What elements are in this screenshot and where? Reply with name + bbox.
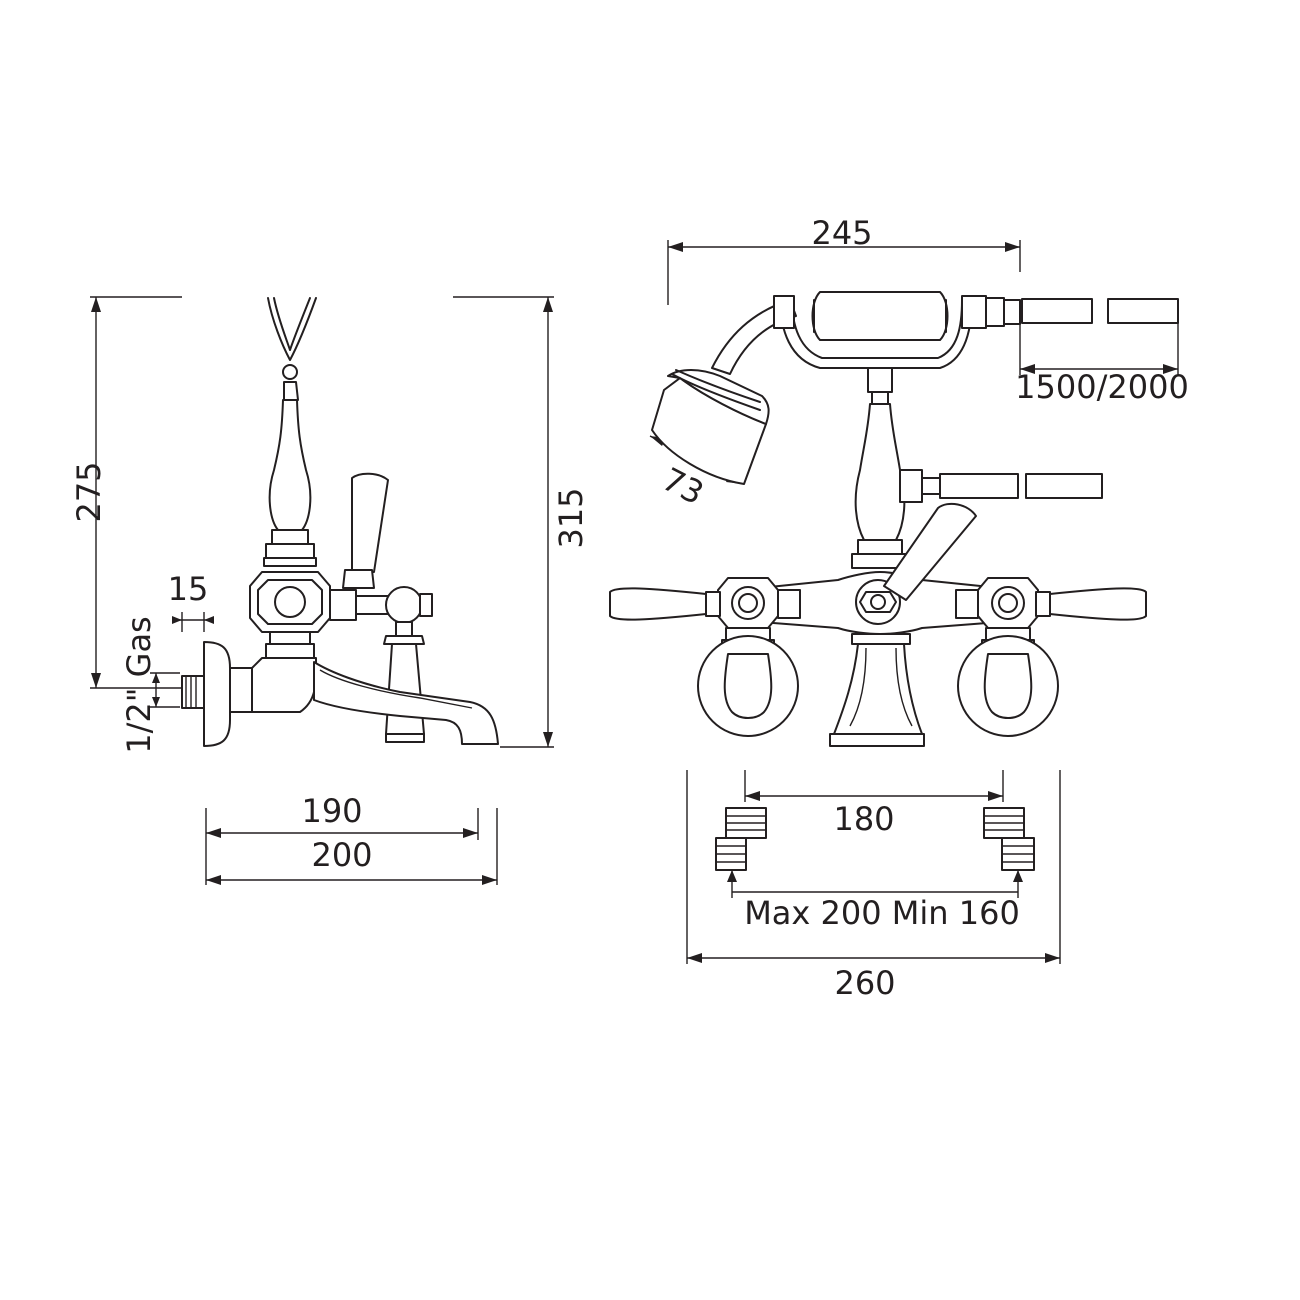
dim-hose-length: 1500/2000 [1015, 298, 1189, 406]
dim-label-315: 315 [552, 487, 590, 548]
dim-label-275: 275 [70, 461, 108, 522]
right-valve [955, 577, 1147, 737]
dim-width-245: 245 [667, 214, 1021, 305]
eccentric-unions [715, 807, 1035, 871]
dim-label-thread: 1/2" Gas [120, 616, 158, 753]
side-view: 275 315 15 1/2" Gas [70, 296, 590, 885]
left-valve [609, 577, 801, 737]
front-handset [651, 291, 1021, 569]
dim-label-15: 15 [168, 570, 209, 608]
dim-label-190: 190 [301, 792, 362, 830]
dim-adjust-range: Max 200 Min 160 [727, 870, 1023, 932]
front-view: 245 1500/2000 73 [609, 214, 1189, 1002]
dim-offset-15: 15 [168, 570, 214, 632]
dim-depth-190: 190 [205, 792, 479, 885]
dim-label-260: 260 [834, 964, 895, 1002]
front-mixer-body [609, 502, 1147, 747]
dim-overall-260: 260 [686, 770, 1061, 1002]
side-mixer-body [181, 297, 499, 747]
dim-label-245: 245 [811, 214, 872, 252]
dim-thread-gas: 1/2" Gas [120, 616, 180, 754]
dim-height-275: 275 [70, 296, 250, 689]
lower-hose [939, 473, 1019, 499]
dim-label-adjust: Max 200 Min 160 [744, 894, 1020, 932]
dim-label-hose: 1500/2000 [1015, 368, 1189, 406]
dim-centres-180: 180 [744, 770, 1004, 838]
lower-hose-end [1025, 473, 1103, 499]
dim-depth-200: 200 [206, 808, 498, 885]
dim-label-200: 200 [311, 836, 372, 874]
dim-height-315: 315 [453, 296, 590, 748]
dim-label-180: 180 [833, 800, 894, 838]
